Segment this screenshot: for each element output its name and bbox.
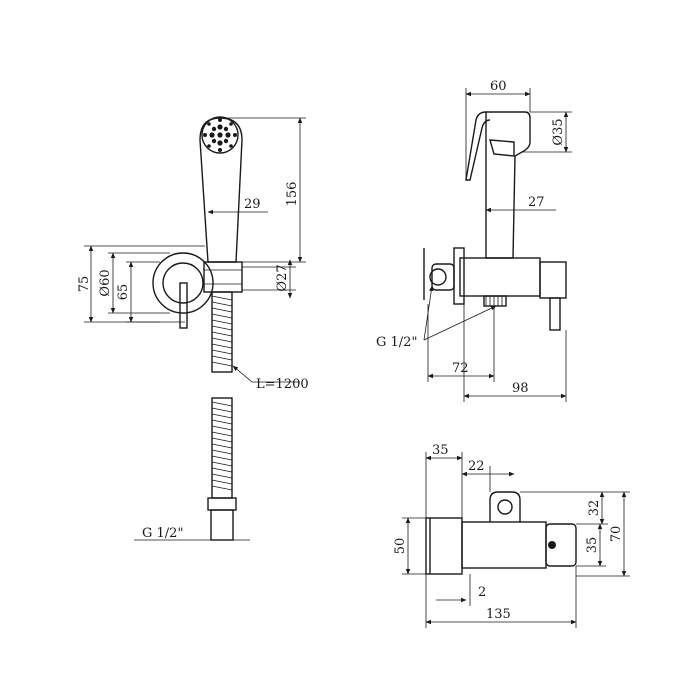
svg-text:72: 72 [452,361,469,376]
svg-text:Ø35: Ø35 [551,118,566,145]
dim-plan-50: 50 [393,517,426,575]
dim-plan-70: 70 [576,491,630,577]
svg-text:98: 98 [512,381,529,396]
svg-text:65: 65 [116,284,131,301]
svg-text:G 1/2": G 1/2" [142,526,183,541]
hose-lower [207,397,237,541]
svg-text:2: 2 [478,585,486,600]
svg-text:L=1200: L=1200 [256,377,309,392]
dim-hose-thread: G 1/2" [134,526,250,541]
svg-text:27: 27 [528,195,545,210]
svg-text:135: 135 [486,607,511,622]
dim-plan-2: 2 [436,574,486,606]
svg-text:Ø27: Ø27 [275,264,290,291]
dim-side-neck: 27 [485,195,556,213]
hose-upper [211,291,233,373]
side-view: 60 Ø35 27 G 1/2" 72 98 [376,79,572,402]
dim-plan-32: 32 [520,491,608,525]
dim-holder-60: Ø60 [98,252,170,314]
dim-plan-22: 22 [461,459,515,492]
dim-plan-135: 135 [425,566,577,628]
dim-plan-35: 35 [425,443,463,518]
dim-handset-width: 29 [207,197,268,215]
valve-lever [179,282,188,329]
side-valve-lever [539,261,567,299]
dim-side-thread: G 1/2" [376,285,497,350]
svg-text:50: 50 [393,538,408,555]
plan-valve-body [461,521,547,569]
svg-text:35: 35 [432,443,449,458]
dim-hose-dia: Ø27 [242,259,296,299]
dim-side-head-dia: Ø35 [522,111,572,153]
side-valve-body [459,257,541,297]
svg-text:70: 70 [609,526,624,543]
plan-view: 35 22 50 2 135 32 [393,443,630,628]
plan-wall-plate [425,517,463,575]
svg-text:G 1/2": G 1/2" [376,335,417,350]
svg-text:Ø60: Ø60 [98,269,113,296]
side-handset [485,111,531,259]
dim-side-72: 72 [427,304,495,382]
handset-outline [199,117,243,263]
front-view: 29 156 Ø27 75 Ø60 [77,116,309,541]
svg-text:60: 60 [490,79,507,94]
dim-side-top-width: 60 [465,79,531,180]
plan-holder [489,491,521,522]
svg-text:22: 22 [468,459,485,474]
holder-bracket [203,261,243,293]
dim-side-98: 98 [463,304,567,402]
dim-holder-65: 65 [116,261,160,323]
dim-hose-length: L=1200 [232,365,309,392]
dim-holder-75: 75 [77,245,205,323]
dim-handset-height: 156 [222,117,306,263]
dim-plan-35b: 35 [576,523,606,567]
svg-text:32: 32 [587,500,602,517]
svg-text:35: 35 [585,537,600,554]
spray-head-nozzles [201,116,239,154]
svg-text:156: 156 [285,182,300,207]
svg-text:29: 29 [244,197,261,212]
svg-text:75: 75 [77,276,92,293]
wall-flange [152,252,214,314]
